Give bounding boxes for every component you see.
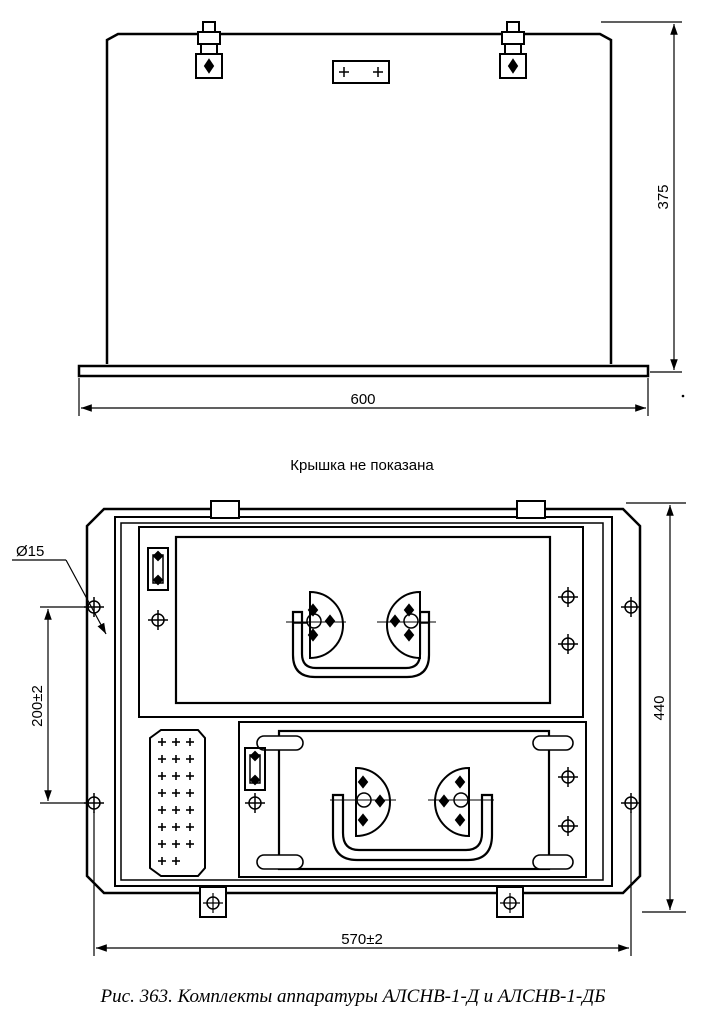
dimension-label-200: 200±2 [29,685,46,727]
top-dimensions [78,21,682,416]
lower-terminals [245,767,578,836]
mounting-holes [84,597,641,813]
bottom-outer-frame [85,507,642,895]
lower-right-lobe [434,766,470,838]
bottom-top-tab-left [210,500,240,519]
bottom-view [84,500,642,918]
lower-unit-panel [277,729,551,871]
upper-left-fuse-holder [147,547,169,591]
lower-left-lobe [355,766,391,838]
bottom-right-clamp [496,886,524,918]
top-cabinet-outline [105,32,613,364]
lower-left-fuse-holder [244,747,266,791]
stray-dot [681,394,685,398]
upper-left-lobe [306,590,344,660]
upper-compartment [138,526,584,718]
diameter-leader [65,559,107,635]
cover-not-shown-note: Крышка не показана [290,457,434,474]
dimension-label-600: 600 [350,391,375,408]
lower-compartment [238,721,587,878]
dimension-label-375: 375 [655,184,672,209]
top-left-clamp [195,21,223,79]
top-center-plate [332,60,390,84]
top-right-clamp [499,21,527,79]
bottom-inner-chassis [114,516,613,887]
dimension-label-570: 570±2 [341,931,383,948]
bottom-left-clamp [199,886,227,918]
upper-unit-panel [174,535,552,705]
bottom-inner-chassis-2 [120,522,604,881]
figure-caption: Рис. 363. Комплекты аппаратуры АЛСНВ-1-Д… [100,986,606,1007]
bottom-dimensions [12,502,686,956]
top-base-plate [77,364,650,378]
dimension-label-440: 440 [651,695,668,720]
dimension-label-diameter: Ø15 [16,543,44,560]
bottom-top-tab-right [516,500,546,519]
terminal-block [149,729,206,877]
upper-right-lobe [386,590,421,660]
upper-right-terminals [148,587,578,654]
lower-slotted-brackets [256,735,574,870]
top-view [77,21,650,378]
lower-unit-handle [331,793,494,862]
